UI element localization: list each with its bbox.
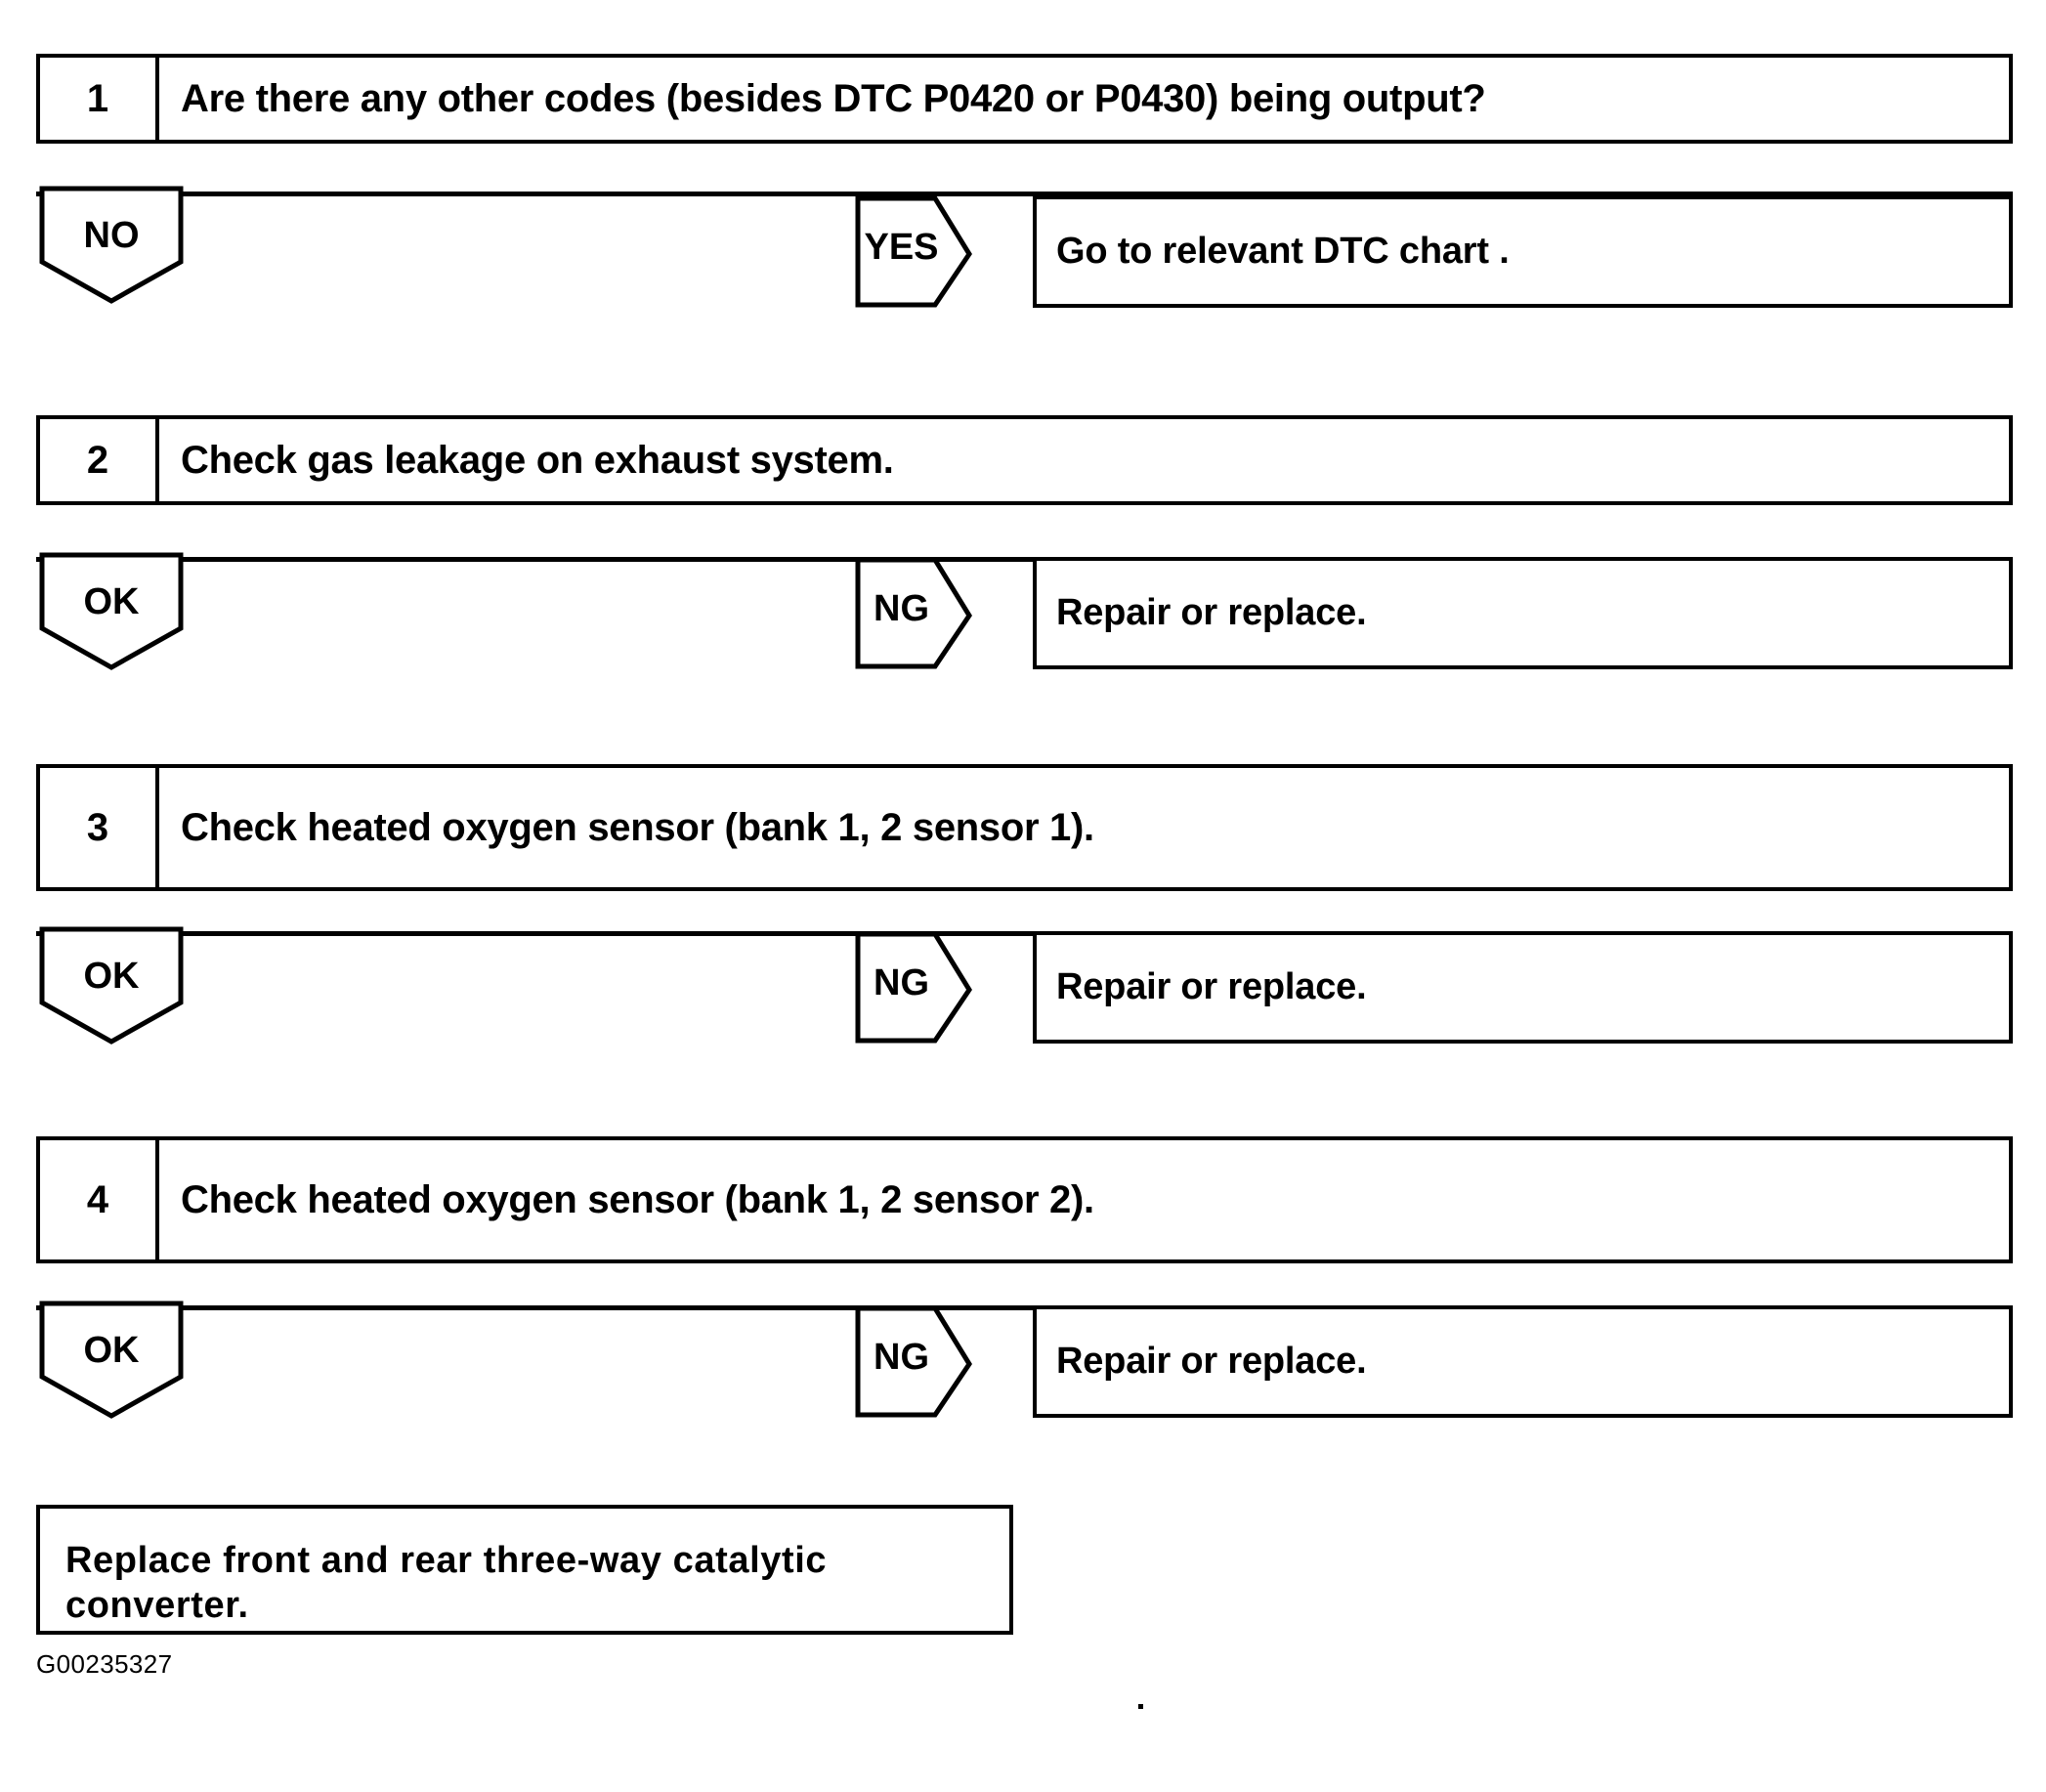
right-pentagon-icon: [855, 931, 972, 1044]
terminal-action-box: Replace front and rear three-way catalyt…: [36, 1505, 1013, 1635]
step-number-2: 2: [40, 419, 159, 501]
terminal-line-1: Replace front and rear three-way catalyt…: [65, 1540, 828, 1581]
branch-fail-result-4: Repair or replace.: [1033, 1305, 2013, 1418]
branch-pass-flag-4: OK: [39, 1301, 184, 1420]
right-pentagon-icon: [855, 195, 972, 308]
right-pentagon-icon: [855, 1305, 972, 1418]
step-row-2: 2 Check gas leakage on exhaust system.: [36, 415, 2013, 505]
branch-fail-flag-4: NG: [855, 1305, 972, 1418]
figure-caption: G00235327: [36, 1649, 173, 1679]
branch-pass-flag-3: OK: [39, 926, 184, 1045]
step-text-4: Check heated oxygen sensor (bank 1, 2 se…: [181, 1177, 1094, 1221]
connector-rule-1: [36, 192, 2013, 196]
branch-fail-label-2: NG: [874, 588, 929, 629]
step-row-4: 4 Check heated oxygen sensor (bank 1, 2 …: [36, 1136, 2013, 1263]
branch-pass-label-1: NO: [83, 215, 140, 256]
down-pentagon-icon: [39, 926, 184, 1045]
step-row-3: 3 Check heated oxygen sensor (bank 1, 2 …: [36, 764, 2013, 891]
branch-pass-flag-1: NO: [39, 186, 184, 305]
connector-rule-2: [36, 557, 2013, 562]
branch-pass-flag-2: OK: [39, 552, 184, 671]
step-number-4: 4: [40, 1140, 159, 1259]
step-text-1: Are there any other codes (besides DTC P…: [181, 76, 1486, 120]
branch-fail-flag-1: YES: [855, 195, 972, 308]
step-row-1: 1 Are there any other codes (besides DTC…: [36, 54, 2013, 144]
branch-fail-flag-3: NG: [855, 931, 972, 1044]
connector-rule-4: [36, 1305, 2013, 1310]
terminal-line-2: converter.: [65, 1585, 249, 1627]
connector-rule-3: [36, 931, 2013, 936]
branch-fail-flag-2: NG: [855, 557, 972, 669]
branch-fail-label-4: NG: [874, 1337, 929, 1378]
step-number-1: 1: [40, 58, 159, 140]
right-pentagon-icon: [855, 557, 972, 669]
branch-fail-result-3: Repair or replace.: [1033, 931, 2013, 1044]
step-number-3: 3: [40, 768, 159, 887]
step-text-2: Check gas leakage on exhaust system.: [181, 438, 894, 482]
branch-pass-label-3: OK: [83, 956, 140, 997]
step-text-3: Check heated oxygen sensor (bank 1, 2 se…: [181, 805, 1094, 849]
branch-fail-label-1: YES: [864, 227, 939, 268]
branch-pass-label-4: OK: [83, 1330, 140, 1371]
branch-fail-label-3: NG: [874, 962, 929, 1003]
down-pentagon-icon: [39, 1301, 184, 1419]
down-pentagon-icon: [39, 186, 184, 304]
branch-pass-label-2: OK: [83, 581, 140, 622]
registration-dot: [1138, 1704, 1143, 1709]
down-pentagon-icon: [39, 552, 184, 670]
branch-fail-result-1: Go to relevant DTC chart .: [1033, 195, 2013, 308]
branch-fail-result-2: Repair or replace.: [1033, 557, 2013, 669]
